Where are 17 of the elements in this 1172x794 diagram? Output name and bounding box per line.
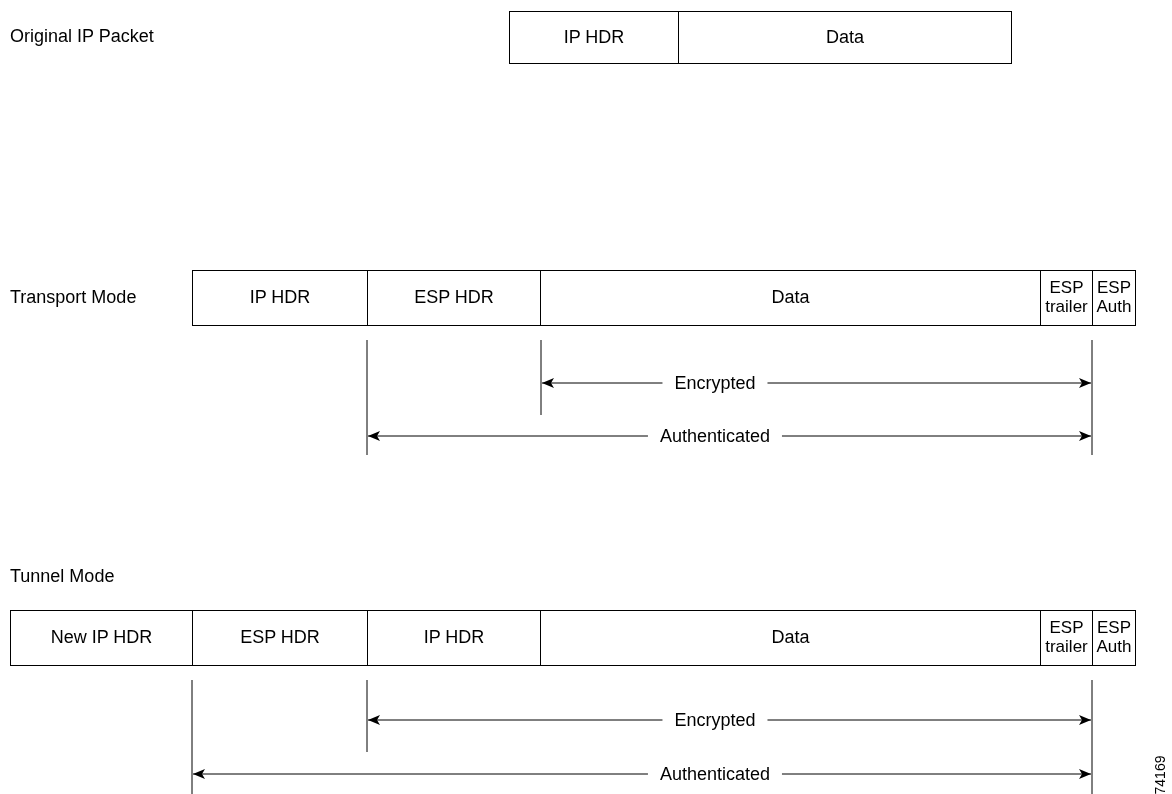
packet-field: ESP Auth [1092,610,1136,666]
packet-field: Data [540,270,1041,326]
packet-field: ESP HDR [367,270,541,326]
packet-field: IP HDR [367,610,541,666]
figure-number: 74169 [1152,755,1168,794]
packet-field: IP HDR [509,11,679,64]
packet-field: Data [540,610,1041,666]
packet-field: ESP trailer [1040,270,1093,326]
packet-field: New IP HDR [10,610,193,666]
packet-field: ESP HDR [192,610,368,666]
packet-field: Data [678,11,1012,64]
packet-field: ESP Auth [1092,270,1136,326]
packet-field: ESP trailer [1040,610,1093,666]
row-label: Tunnel Mode [10,566,115,587]
row-label: Original IP Packet [10,26,154,47]
packet-field: IP HDR [192,270,368,326]
row-label: Transport Mode [10,287,137,308]
